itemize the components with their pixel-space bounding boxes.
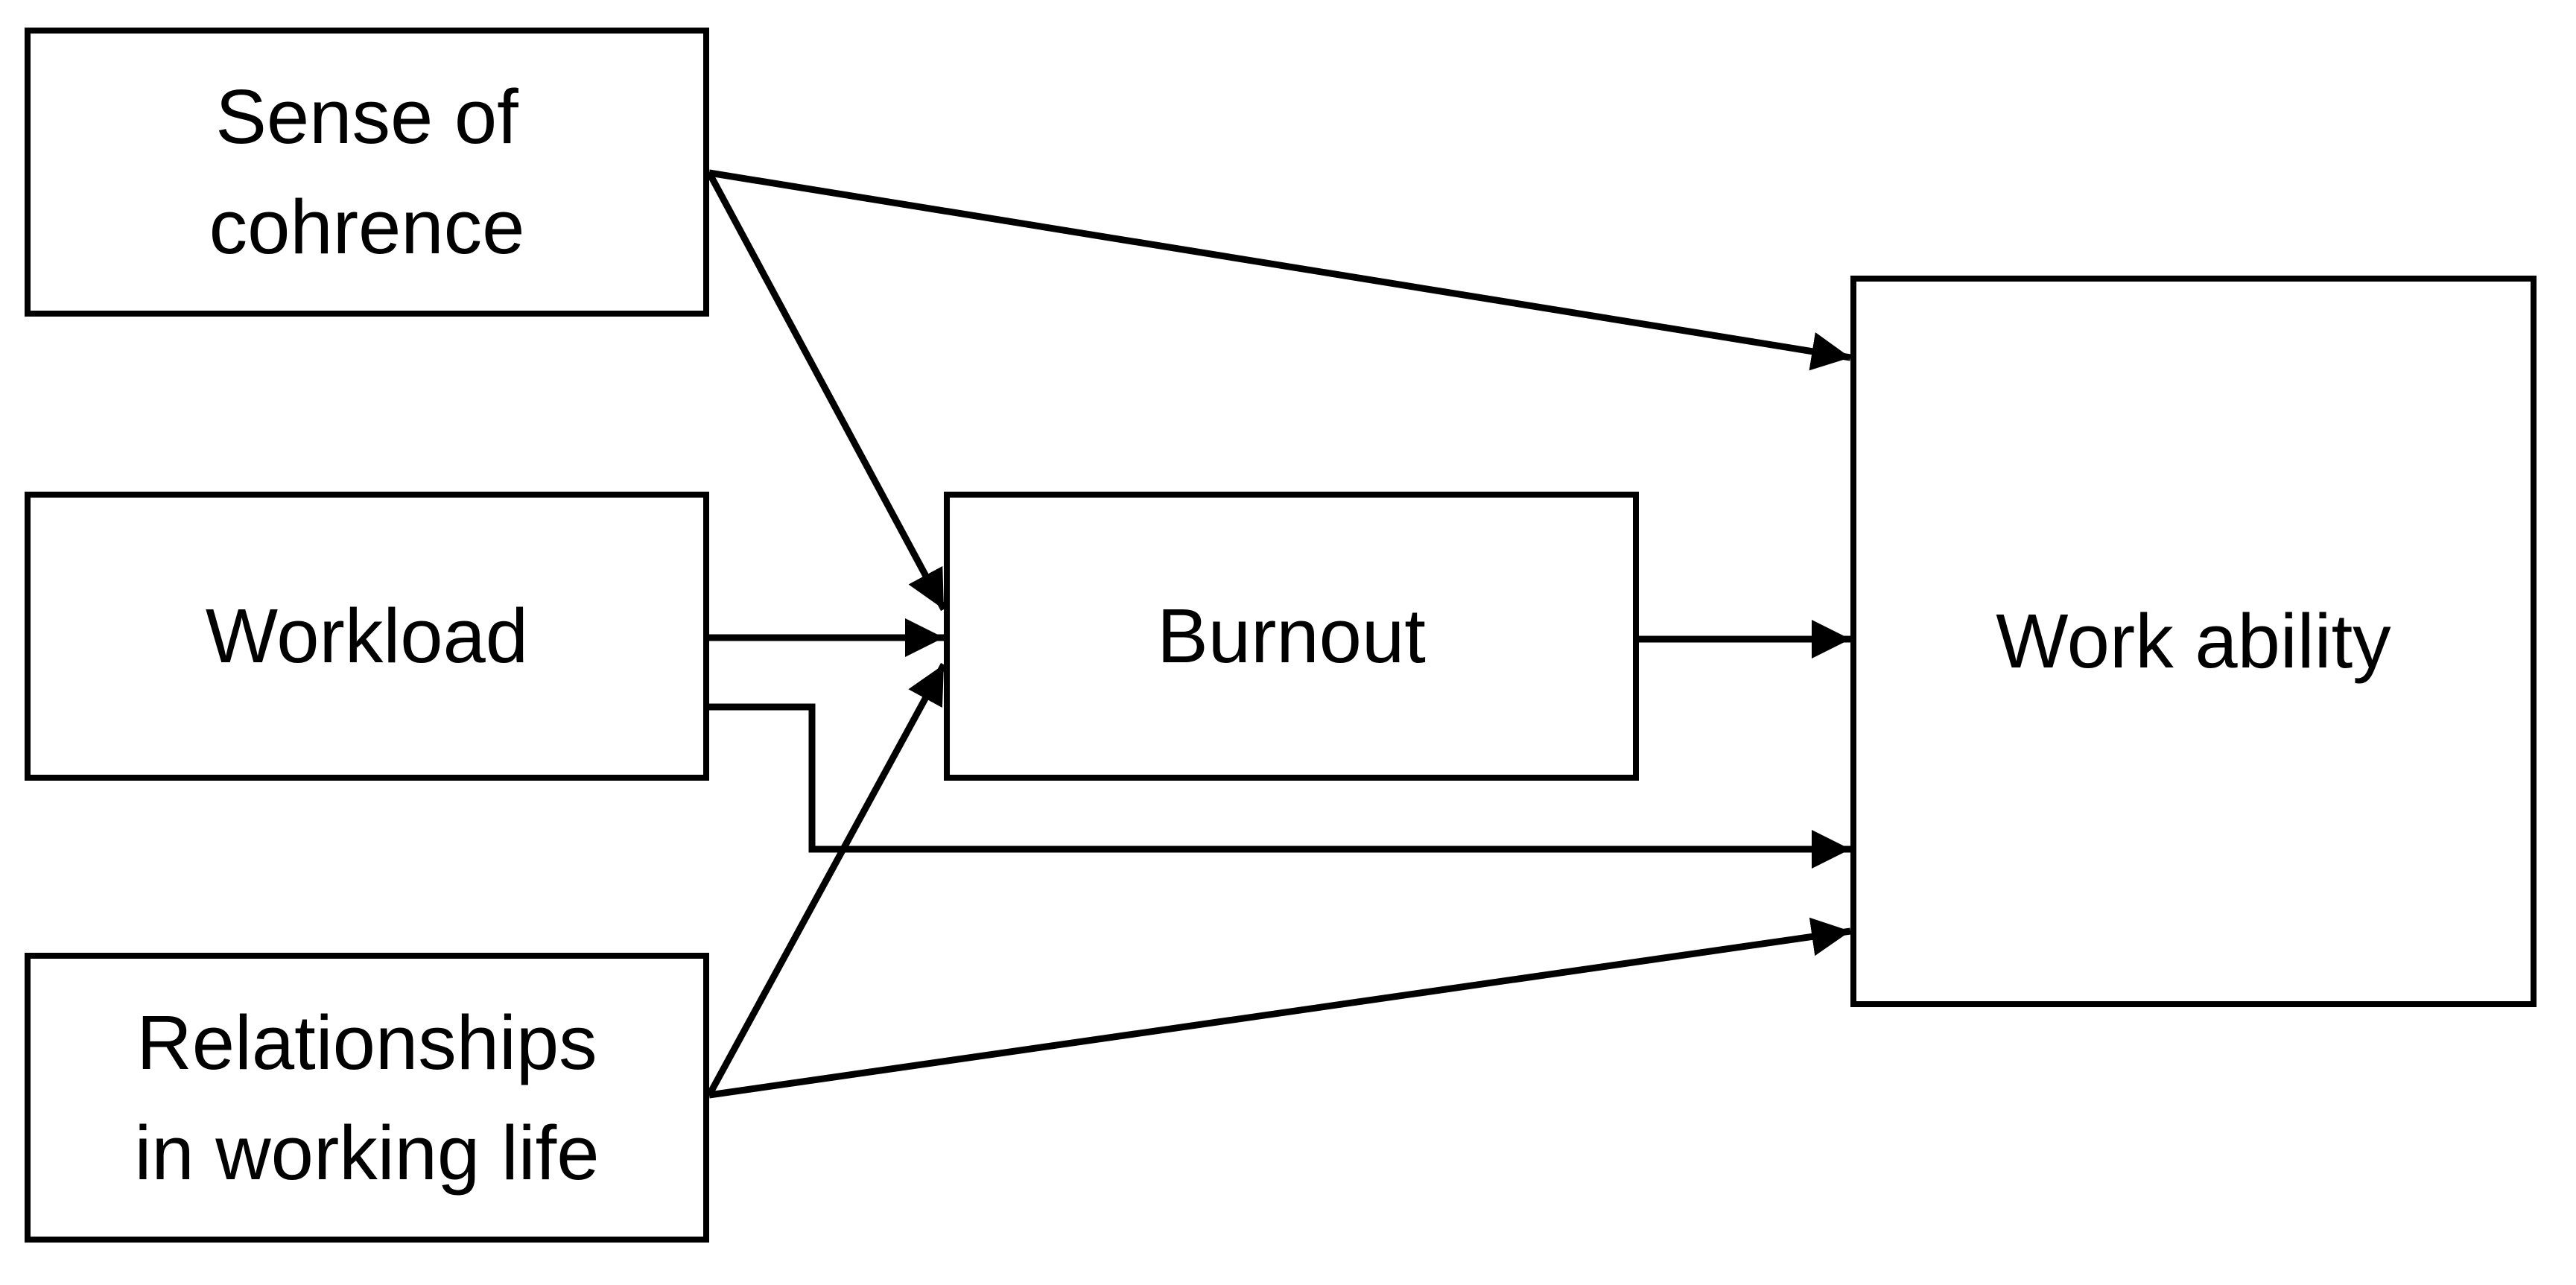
edge-relationships-to-burnout [706, 662, 947, 1097]
node-label-line: Burnout [1157, 593, 1426, 679]
node-burnout: Burnout [944, 492, 1639, 781]
node-work-ability: Work ability [1850, 276, 2537, 1007]
node-label-line: Sense of [215, 74, 518, 159]
node-sense-of-cohrence: Sense of cohrence [25, 28, 709, 317]
node-workload: Workload [25, 492, 709, 781]
edge-relationships-to-work-ability [708, 917, 1851, 1099]
node-label-line: in working life [134, 1109, 600, 1196]
node-label-line: Workload [205, 593, 529, 679]
edge-sense-to-work-ability [708, 169, 1851, 371]
node-label-line: Work ability [1996, 598, 2391, 684]
edge-sense-to-burnout [706, 171, 947, 612]
node-label-line: cohrence [209, 184, 525, 270]
edge-workload-to-work-ability [709, 703, 1850, 869]
node-relationships-in-working-life: Relationships in working life [25, 953, 709, 1243]
node-label-line: Relationships [136, 999, 597, 1085]
